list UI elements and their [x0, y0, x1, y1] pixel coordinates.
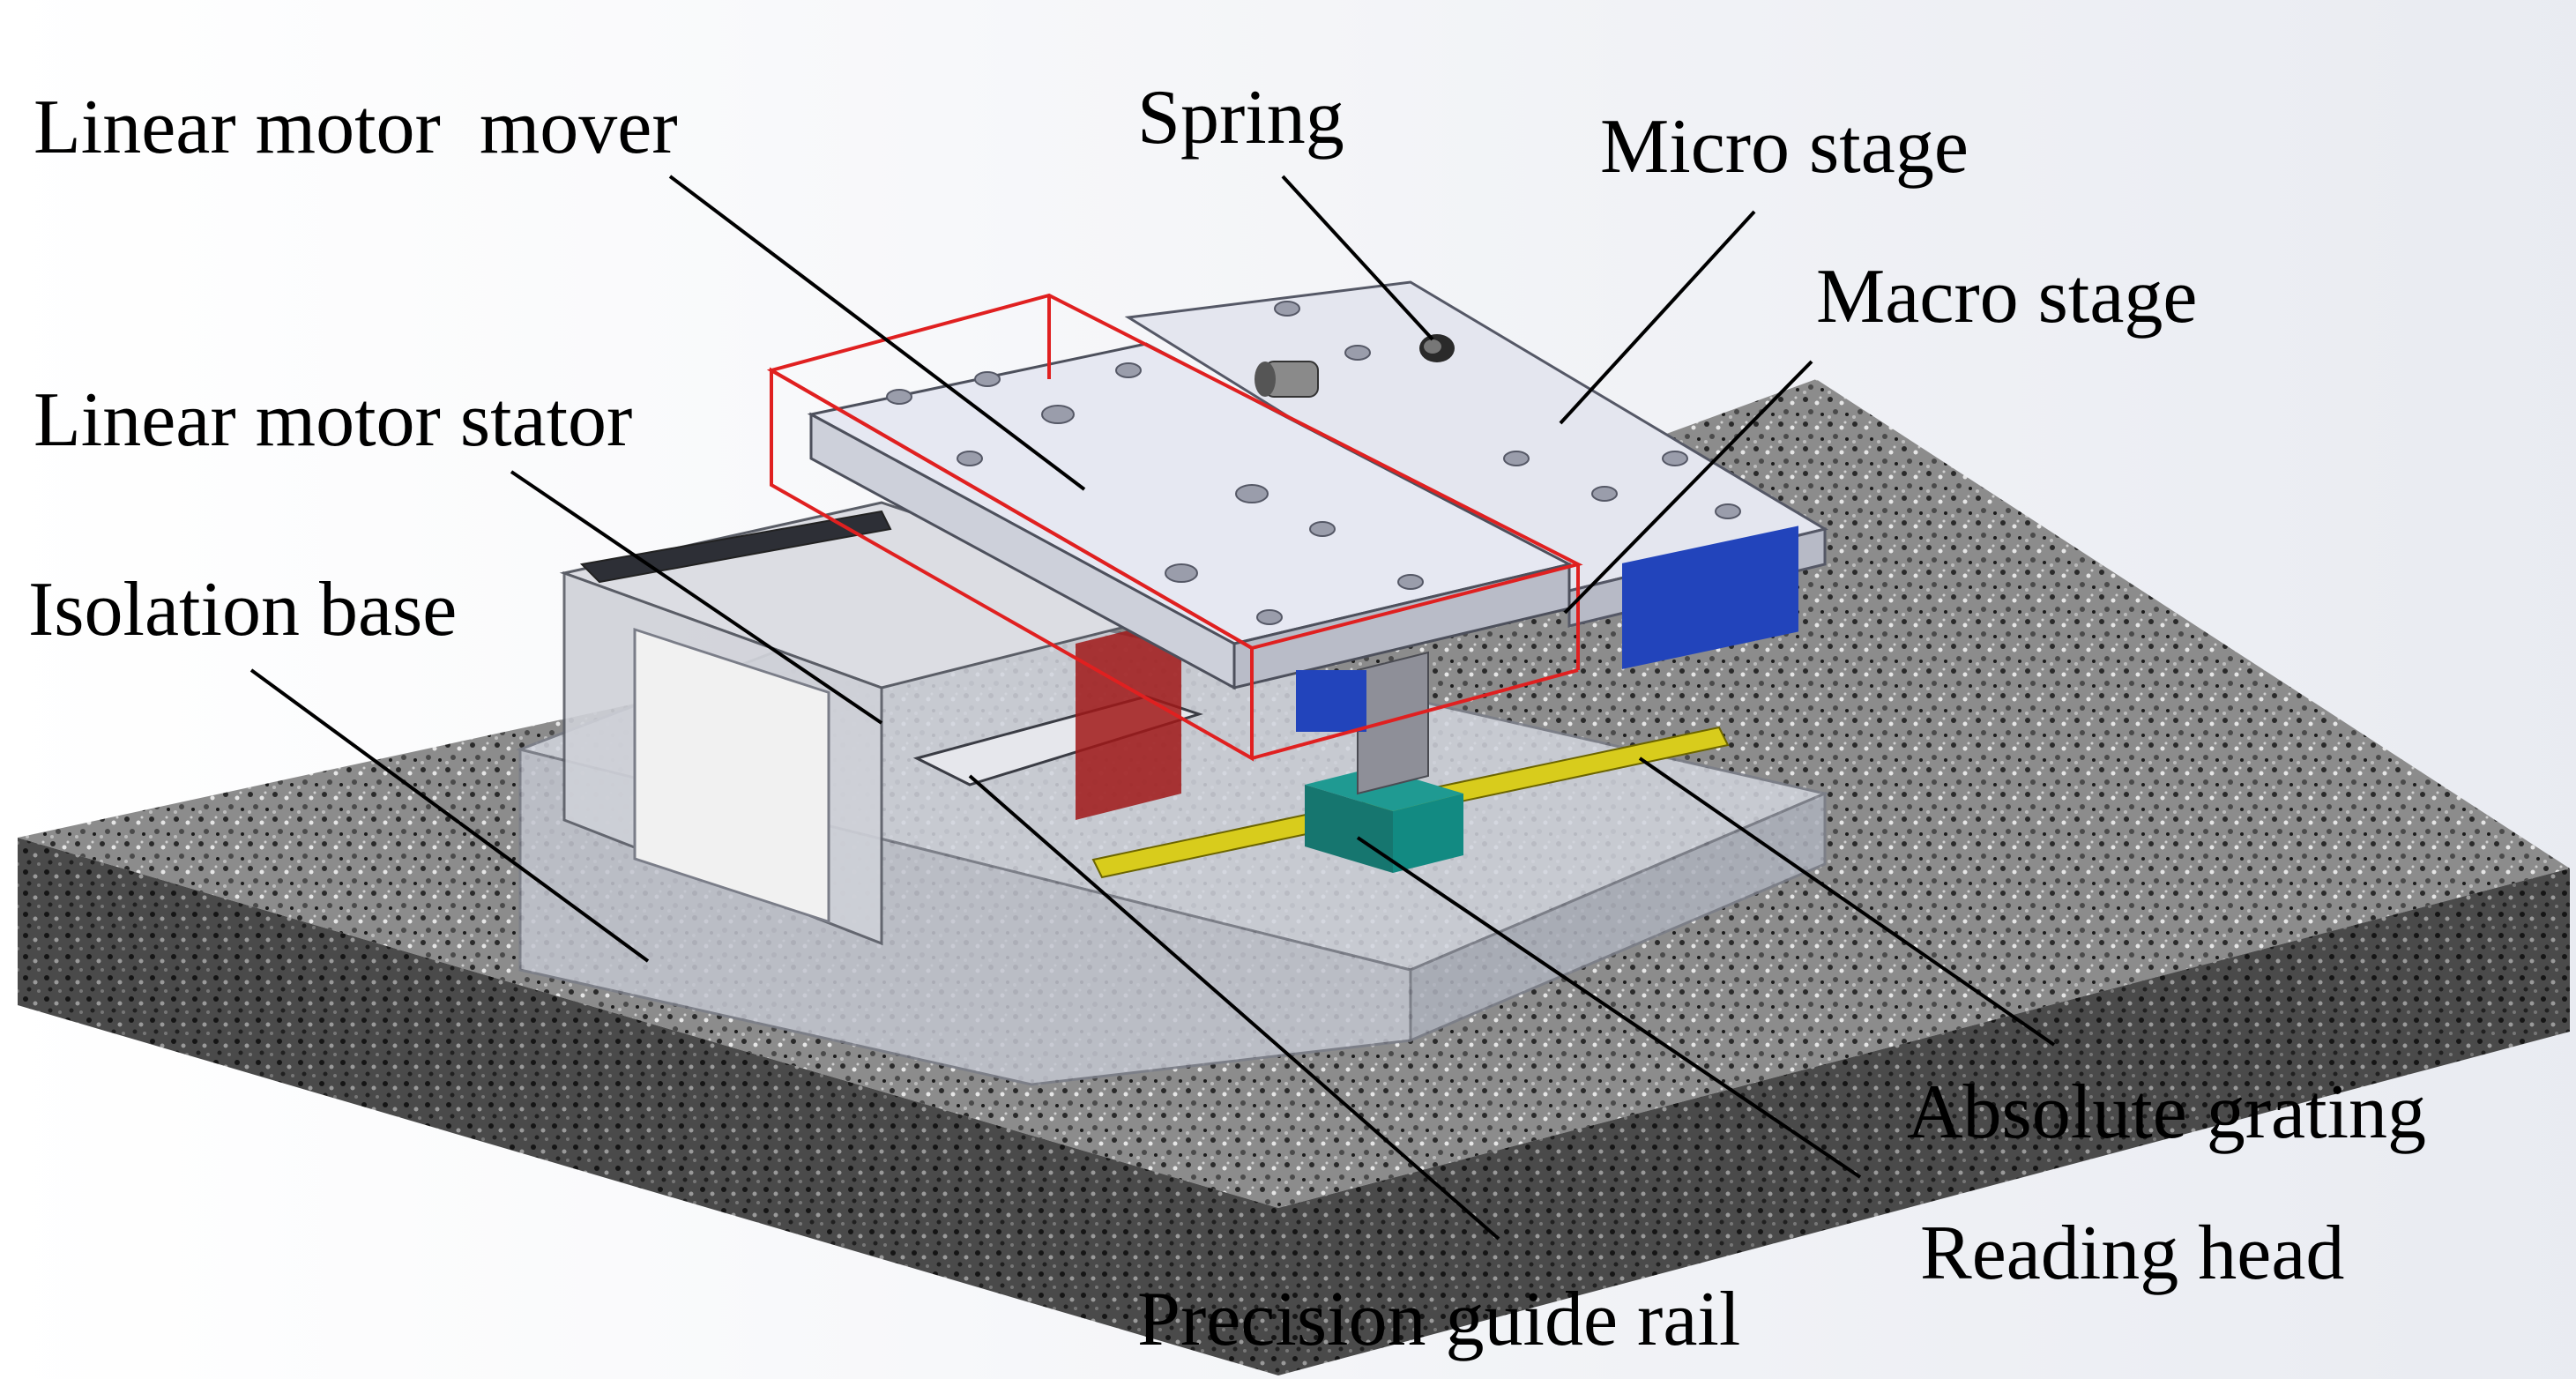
stator-window	[633, 627, 830, 924]
leader-macro-stage	[1563, 360, 1813, 615]
leader-reading-head	[1356, 836, 1862, 1179]
motor-blue-block	[1622, 526, 1798, 669]
label-micro-stage: Micro stage	[1600, 104, 1969, 190]
mounting-holes	[886, 301, 1741, 625]
leader-lines	[249, 175, 2056, 1241]
leader-linear-motor-stator	[510, 470, 883, 725]
guide-rail-back	[579, 510, 892, 584]
reading-head-body	[1305, 651, 1463, 873]
micro-stage-left	[809, 412, 1236, 690]
label-linear-motor-mover: Linear motor mover	[34, 85, 678, 170]
leader-spring	[1281, 175, 1434, 341]
text-labels: Linear motor mover Spring Micro stage Ma…	[28, 75, 2426, 1362]
label-linear-motor-stator: Linear motor stator	[34, 377, 632, 463]
leader-micro-stage	[1559, 210, 1756, 425]
micro-stage-plate	[807, 342, 1574, 732]
label-absolute-grating: Absolute grating	[1907, 1070, 2426, 1155]
label-isolation-base: Isolation base	[28, 567, 457, 652]
macro-stage-plate	[1124, 280, 1828, 669]
isolation-base-side	[1409, 791, 1827, 1043]
support-column	[1357, 651, 1429, 795]
spring-part	[1254, 334, 1455, 398]
granite-right-face	[1278, 868, 2570, 1375]
label-macro-stage: Macro stage	[1816, 254, 2197, 339]
micro-stage-blue-block	[1296, 670, 1366, 732]
leader-isolation-base	[249, 668, 650, 963]
leader-linear-motor-mover	[668, 175, 1086, 491]
leader-absolute-grating	[1638, 757, 2056, 1047]
label-spring: Spring	[1137, 75, 1344, 160]
mover-highlight-box	[766, 293, 1583, 762]
granite-front-face	[18, 838, 1278, 1375]
label-precision-guide-rail: Precision guide rail	[1137, 1277, 1740, 1362]
leader-precision-guide-rail	[968, 774, 1500, 1241]
label-reading-head: Reading head	[1920, 1211, 2344, 1296]
mover-core	[1076, 617, 1181, 820]
